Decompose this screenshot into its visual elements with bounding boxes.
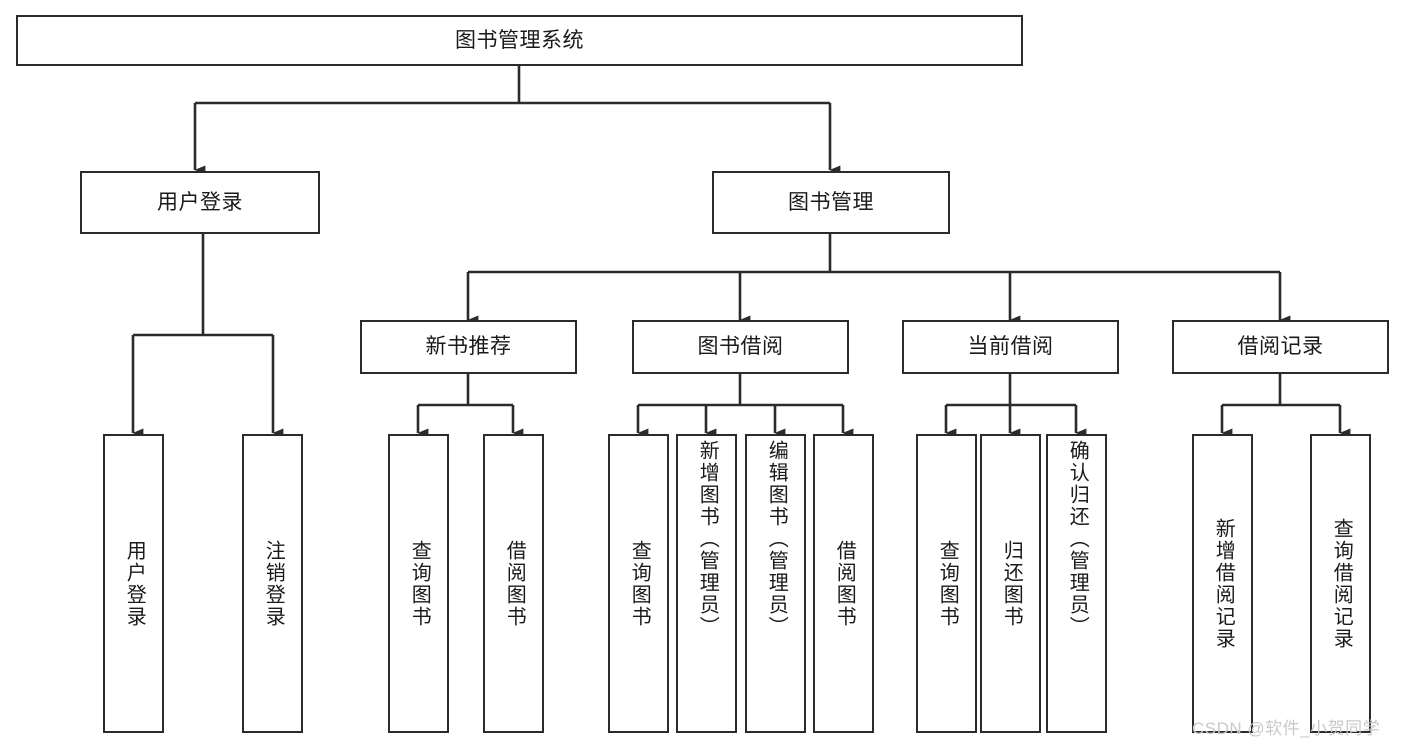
node-leaf-9-label: 查询图书 [936, 539, 959, 628]
node-current-label: 当前借阅 [967, 335, 1054, 359]
node-records-label: 借阅记录 [1237, 335, 1324, 359]
node-login[interactable]: 用户登录 [80, 171, 320, 234]
node-leaf-6-label: 新增图书（管理员） [696, 440, 719, 638]
node-leaf-7-label: 编辑图书（管理员） [765, 440, 788, 638]
node-bookmgmt-label: 图书管理 [788, 190, 874, 214]
node-leaf-10-label: 归还图书 [1000, 539, 1023, 628]
node-leaf-13-label: 查询借阅记录 [1330, 517, 1353, 650]
node-newbook-label: 新书推荐 [425, 335, 512, 359]
node-borrow-label: 图书借阅 [697, 335, 784, 359]
node-leaf-9[interactable]: 查询图书 [916, 434, 977, 733]
node-leaf-8[interactable]: 借阅图书 [813, 434, 874, 733]
node-leaf-7[interactable]: 编辑图书（管理员） [745, 434, 806, 733]
node-leaf-11-label: 确认归还（管理员） [1066, 440, 1089, 638]
node-newbook[interactable]: 新书推荐 [360, 320, 577, 374]
node-borrow[interactable]: 图书借阅 [632, 320, 849, 374]
node-leaf-6[interactable]: 新增图书（管理员） [676, 434, 737, 733]
node-root[interactable]: 图书管理系统 [16, 15, 1023, 66]
node-leaf-12-label: 新增借阅记录 [1212, 517, 1235, 650]
node-leaf-3[interactable]: 查询图书 [388, 434, 449, 733]
node-leaf-5[interactable]: 查询图书 [608, 434, 669, 733]
node-leaf-2[interactable]: 注销登录 [242, 434, 303, 733]
node-leaf-8-label: 借阅图书 [833, 539, 856, 628]
node-current[interactable]: 当前借阅 [902, 320, 1119, 374]
node-leaf-5-label: 查询图书 [628, 539, 651, 628]
node-root-label: 图书管理系统 [455, 28, 584, 52]
node-leaf-10[interactable]: 归还图书 [980, 434, 1041, 733]
node-leaf-13[interactable]: 查询借阅记录 [1310, 434, 1371, 733]
node-leaf-1-label: 用户登录 [123, 539, 146, 628]
node-leaf-4[interactable]: 借阅图书 [483, 434, 544, 733]
node-leaf-3-label: 查询图书 [408, 539, 431, 628]
node-leaf-12[interactable]: 新增借阅记录 [1192, 434, 1253, 733]
node-records[interactable]: 借阅记录 [1172, 320, 1389, 374]
node-login-label: 用户登录 [157, 190, 243, 214]
node-leaf-4-label: 借阅图书 [503, 539, 526, 628]
node-bookmgmt[interactable]: 图书管理 [712, 171, 950, 234]
node-leaf-11[interactable]: 确认归还（管理员） [1046, 434, 1107, 733]
node-leaf-2-label: 注销登录 [262, 539, 285, 628]
node-leaf-1[interactable]: 用户登录 [103, 434, 164, 733]
